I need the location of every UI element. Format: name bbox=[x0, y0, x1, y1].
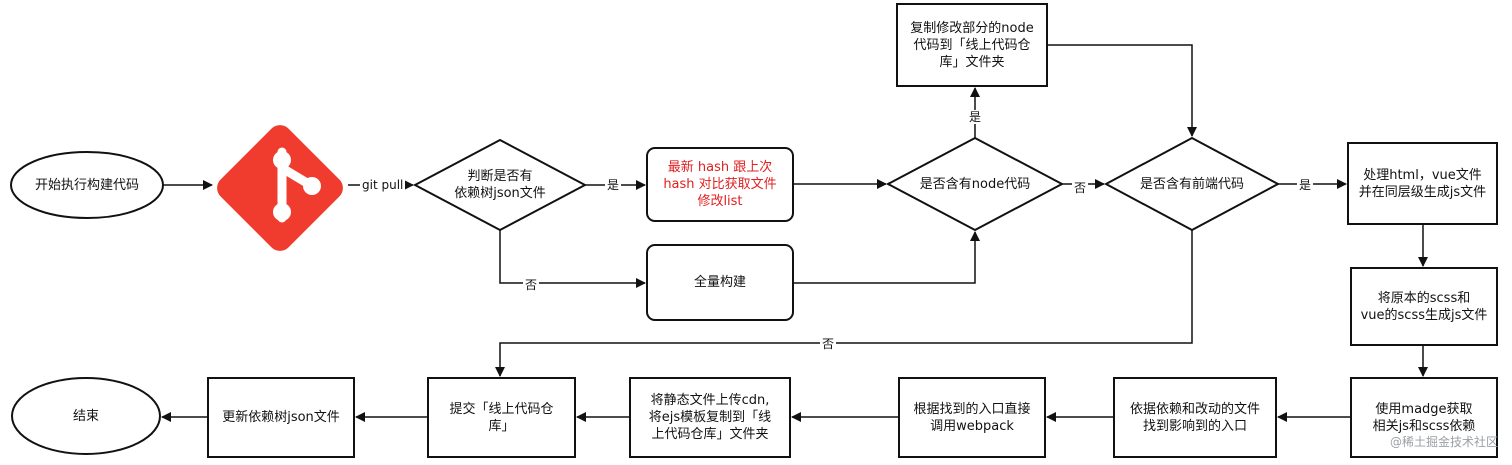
edge-label-yes-2: 是 bbox=[1297, 178, 1314, 192]
has-node-diamond bbox=[885, 136, 1065, 232]
commit-box bbox=[427, 377, 576, 458]
process-html-box bbox=[1347, 142, 1498, 225]
commit-text: 提交「线上代码仓 库」 bbox=[449, 401, 554, 434]
upload-cdn-text: 将静态文件上传cdn, 将ejs模板复制到「线 上代码仓库」文件夹 bbox=[648, 393, 772, 442]
has-frontend-text: 是否含有前端代码 bbox=[1139, 176, 1244, 192]
webpack-text: 根据找到的入口直接 调用webpack bbox=[913, 401, 1031, 434]
upload-cdn-box bbox=[629, 377, 791, 458]
edge-frontend-no-commit bbox=[495, 230, 1193, 377]
full-build-text: 全量构建 bbox=[693, 275, 746, 290]
end-node-shape bbox=[11, 377, 161, 455]
edge-label-yes-1: 是 bbox=[605, 178, 622, 192]
update-tree-box bbox=[207, 377, 355, 458]
watermark: @稀土掘金技术社区 bbox=[1390, 435, 1499, 449]
edge-label-git-pull: git pull bbox=[360, 178, 406, 192]
update-tree-text: 更新依赖树json文件 bbox=[222, 410, 340, 425]
edge-label-no-1: 否 bbox=[523, 278, 540, 292]
find-entry-box bbox=[1113, 377, 1277, 458]
end-node: 结束 bbox=[72, 408, 99, 424]
edge-label-no-2: 否 bbox=[1072, 181, 1089, 195]
edge-check-no-full bbox=[499, 230, 646, 288]
edge-label-yes-up: 是 bbox=[967, 110, 984, 124]
scss-to-js-box bbox=[1350, 267, 1498, 346]
hash-compare-text: 最新 hash 跟上次 hash 对比获取文件 修改list bbox=[663, 160, 777, 209]
madge-text: 使用madge获取 相关js和scss依赖 bbox=[1372, 401, 1476, 434]
edge-label-no-3: 否 bbox=[820, 337, 837, 351]
has-node-text: 是否含有node代码 bbox=[919, 176, 1031, 192]
copy-node-box bbox=[896, 3, 1048, 87]
scss-to-js-text: 将原本的scss和 vue的scss生成js文件 bbox=[1360, 290, 1488, 323]
madge-box bbox=[1350, 377, 1498, 458]
find-entry-text: 依据依赖和改动的文件 找到影响到的入口 bbox=[1129, 401, 1260, 434]
edge-copy-to-frontend bbox=[1047, 44, 1197, 137]
git-logo-icon bbox=[217, 125, 343, 251]
edge-full-to-node bbox=[793, 231, 980, 284]
process-html-text: 处理html，vue文件 并在同层级生成js文件 bbox=[1358, 167, 1487, 200]
check-json-text: 判断是否有 依赖树json文件 bbox=[454, 169, 546, 201]
copy-node-text: 复制修改部分的node 代码到「线上代码仓 库」文件夹 bbox=[910, 20, 1034, 70]
start-node: 开始执行构建代码 bbox=[34, 177, 139, 193]
